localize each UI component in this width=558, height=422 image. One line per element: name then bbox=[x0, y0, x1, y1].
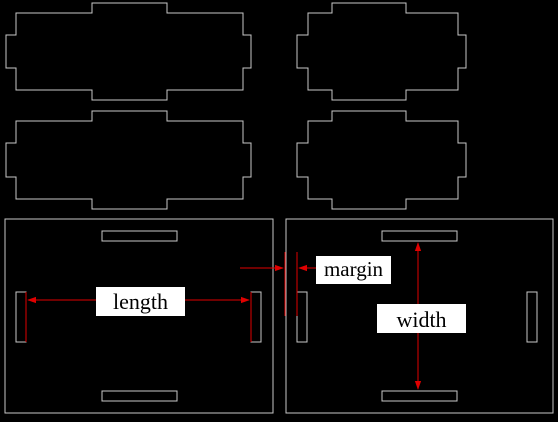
margin-dimension bbox=[240, 252, 316, 316]
width-label-bg bbox=[377, 304, 466, 333]
length-label-bg bbox=[96, 287, 185, 316]
margin-label-bg bbox=[316, 256, 391, 284]
side-panel-piece-1 bbox=[5, 2, 252, 101]
end-panel-piece-2 bbox=[296, 110, 467, 210]
slot-right bbox=[250, 291, 262, 343]
slot-bottom bbox=[381, 390, 458, 402]
end-panel-piece-1 bbox=[296, 2, 467, 101]
slot-top bbox=[101, 230, 178, 242]
margin-label: margin bbox=[324, 257, 384, 281]
base-panel-left bbox=[4, 218, 274, 414]
base-panel-right bbox=[285, 218, 554, 414]
slot-bottom bbox=[101, 390, 178, 402]
slot-left bbox=[296, 291, 308, 343]
length-label: length bbox=[113, 289, 168, 314]
width-label: width bbox=[396, 307, 446, 332]
slot-left bbox=[15, 291, 27, 343]
slot-top bbox=[381, 230, 458, 242]
slot-right bbox=[526, 291, 538, 343]
side-panel-piece-2 bbox=[5, 110, 252, 210]
